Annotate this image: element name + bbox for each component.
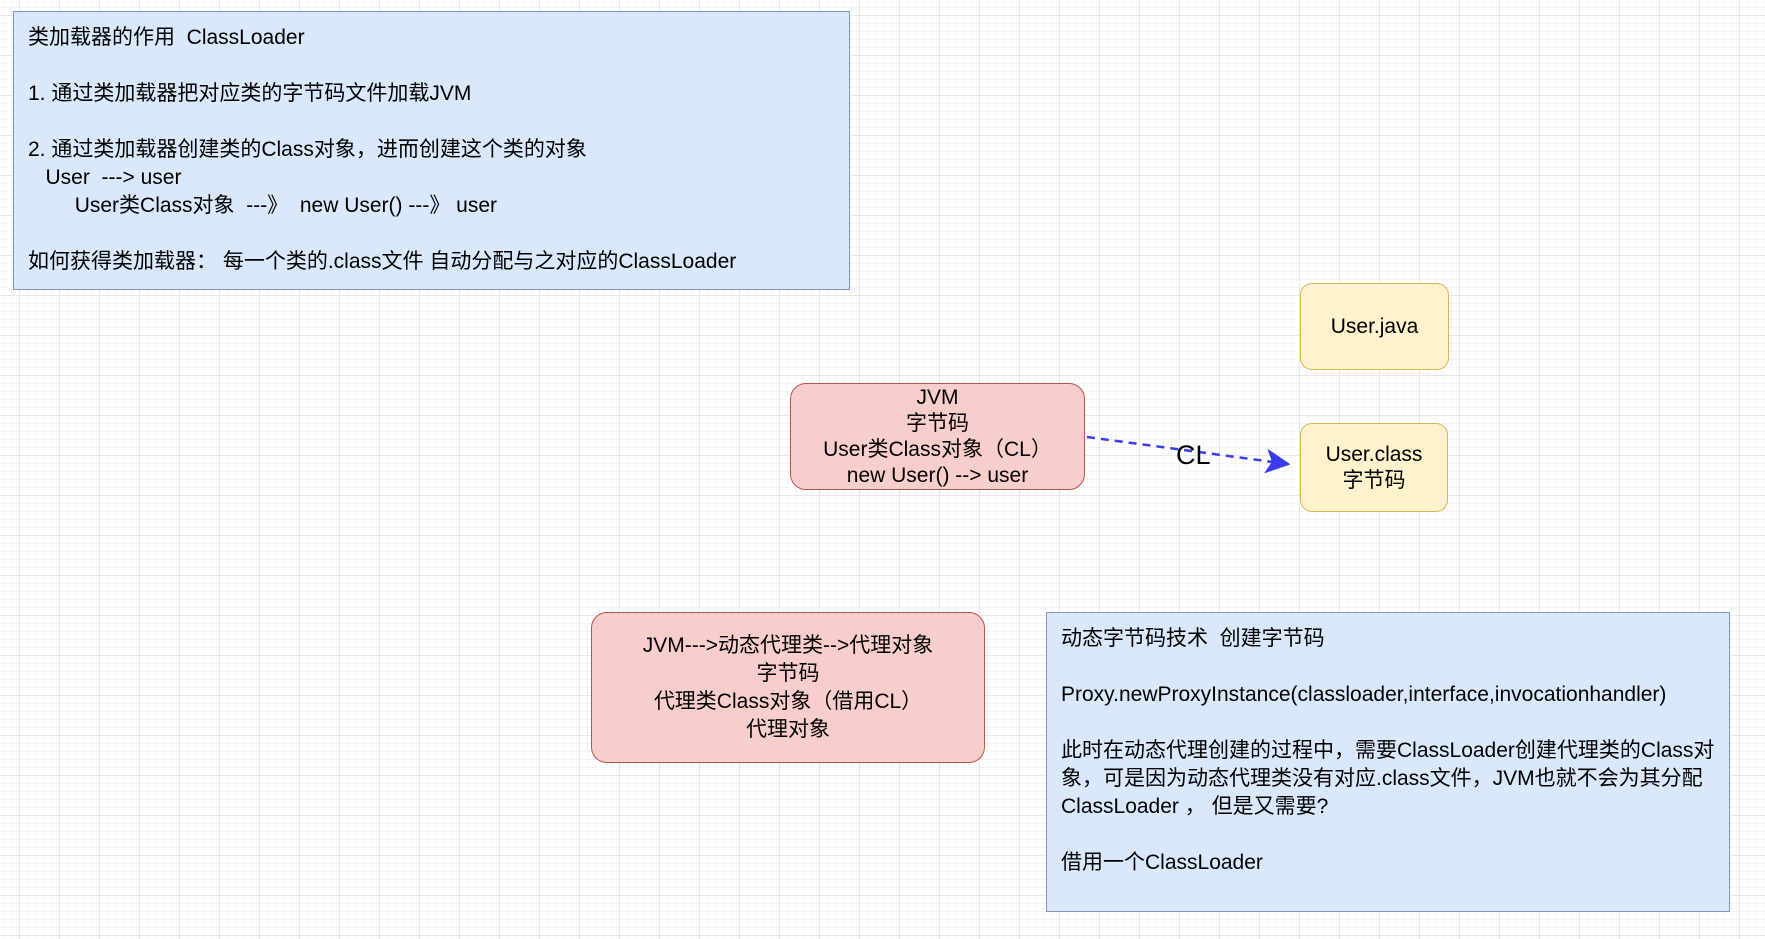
note-line: 如何获得类加载器： 每一个类的.class文件 自动分配与之对应的ClassLo… (28, 250, 737, 273)
node-line: 字节码 (756, 661, 820, 685)
note-dynamic-bytecode[interactable]: 动态字节码技术 创建字节码 Proxy.newProxyInstance(cla… (1046, 612, 1730, 912)
node-label: User.java (1330, 314, 1419, 338)
cl-arrow-label[interactable]: CL (1176, 440, 1211, 470)
node-line: 代理对象 (746, 717, 830, 741)
note-line: Proxy.newProxyInstance(classloader,inter… (1061, 683, 1667, 706)
node-line: JVM (916, 385, 959, 409)
note-line: 此时在动态代理创建的过程中，需要ClassLoader创建代理类的Class对象… (1061, 739, 1715, 818)
note-line: 动态字节码技术 创建字节码 (1061, 627, 1325, 650)
node-line: User类Class对象（CL） (823, 437, 1052, 461)
node-line: 字节码 (1342, 468, 1406, 492)
node-user-java[interactable]: User.java (1300, 283, 1449, 370)
node-line: 字节码 (906, 411, 969, 435)
note-line: 1. 通过类加载器把对应类的字节码文件加载JVM (28, 82, 472, 105)
note-line: 类加载器的作用 ClassLoader (28, 26, 305, 49)
node-line: new User() --> user (846, 463, 1029, 487)
node-line: 代理类Class对象（借用CL） (653, 689, 923, 713)
node-line: JVM--->动态代理类-->代理对象 (642, 633, 934, 657)
note-line: User ---> user (28, 166, 182, 189)
note-line (28, 220, 835, 248)
note-line (28, 52, 835, 80)
note-line (1061, 821, 1715, 849)
note-line: 2. 通过类加载器创建类的Class对象，进而创建这个类的对象 (28, 138, 587, 161)
node-jvm[interactable]: JVM 字节码 User类Class对象（CL） new User() --> … (790, 383, 1085, 490)
note-line: User类Class对象 ---》 new User() ---》 user (28, 194, 498, 217)
note-classloader-purpose[interactable]: 类加载器的作用 ClassLoader 1. 通过类加载器把对应类的字节码文件加… (13, 11, 850, 290)
note-line (1061, 653, 1715, 681)
node-user-class[interactable]: User.class 字节码 (1300, 423, 1448, 512)
note-line: 借用一个ClassLoader (1061, 851, 1263, 874)
note-line (28, 108, 835, 136)
node-line: User.class (1325, 442, 1423, 466)
node-dynamic-proxy[interactable]: JVM--->动态代理类-->代理对象 字节码 代理类Class对象（借用CL）… (591, 612, 985, 763)
note-line (1061, 709, 1715, 737)
